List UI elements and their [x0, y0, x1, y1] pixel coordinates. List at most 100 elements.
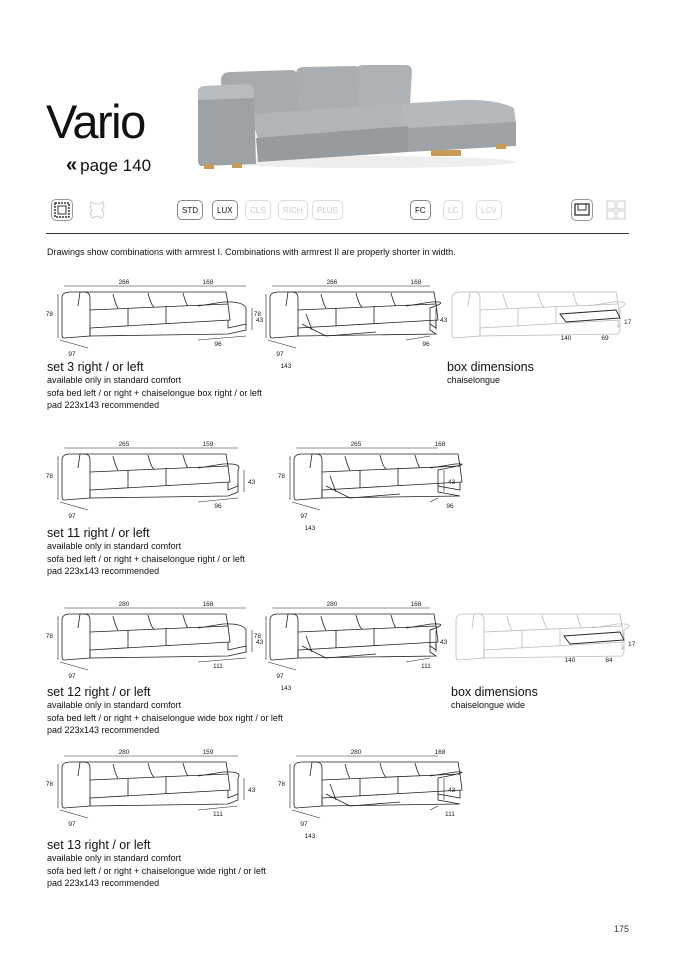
set-detail-line: sofa bed left / or right + chaiselongue … [47, 865, 266, 876]
dimension-seat-height: 43 [248, 787, 256, 794]
sofa-back [309, 761, 461, 777]
drawing-box-dimensions: 140 69 17 [451, 291, 632, 342]
dimension-width-chaise: 168 [411, 279, 422, 286]
box-dimensions-block-1: box dimensions chaiselongue [447, 360, 534, 387]
bed-mechanism [325, 783, 401, 807]
dimension-seat-height: 43 [448, 479, 456, 486]
set-detail-line: pad 223x143 recommended [47, 566, 160, 576]
sofa-arm [269, 613, 299, 661]
bed-mechanism [325, 475, 401, 499]
dimension-depth: 97 [68, 673, 76, 680]
dimension-height: 78 [278, 781, 286, 788]
sofa-chaise [197, 463, 240, 491]
box-dimension-width: 84 [605, 657, 613, 664]
sofa-back [285, 291, 437, 307]
dimension-chaise-depth: 96 [446, 503, 454, 510]
sofa-chaise [405, 301, 442, 329]
box-dimension-depth: 140 [561, 335, 572, 342]
page-reference: «page 140 [66, 154, 151, 177]
page-reference-text: page 140 [80, 156, 152, 175]
leather-hide-icon [86, 199, 108, 226]
box-dimension-width: 69 [601, 335, 609, 342]
dimension-seat-height: 43 [256, 639, 264, 646]
dimension-height: 78 [254, 311, 262, 318]
badge-std: STD [177, 200, 203, 220]
sofa-chaise [591, 623, 630, 651]
dimension-seat-height: 43 [440, 317, 448, 324]
set-detail-line: sofa bed left / or right + chaiselongue … [47, 553, 245, 564]
dimension-width-sofa: 280 [327, 601, 338, 608]
dimension-bed-length: 143 [305, 833, 316, 840]
sofa-chaise [429, 463, 463, 491]
modular-grid-icon [605, 199, 627, 226]
dimension-width-chaise: 168 [435, 441, 446, 448]
set-detail-line: available only in standard comfort [47, 853, 182, 863]
sofa-arm [61, 291, 91, 339]
badge-lux: LUX [212, 200, 238, 220]
dimension-width-chaise: 168 [203, 279, 214, 286]
dimension-width-sofa: 280 [351, 749, 362, 756]
box-dimensions-sub: chaiselongue wide [451, 700, 526, 710]
set-title: set 12 right / or left [47, 685, 151, 699]
sofa-arm [451, 291, 481, 339]
sofa-chaise [197, 301, 247, 329]
dimension-width-sofa: 280 [119, 601, 130, 608]
double-left-arrow-icon: « [66, 154, 78, 176]
badge-lc: LC [443, 200, 464, 220]
dimension-seat-height: 43 [440, 639, 448, 646]
badge-lcv: LCV [476, 200, 502, 220]
badge-cls: CLS [245, 200, 271, 220]
set-detail-line: pad 223x143 recommended [47, 725, 160, 735]
dimension-width-sofa: 265 [351, 441, 362, 448]
sofa-chaise [587, 301, 626, 329]
sofa-arm [269, 291, 299, 339]
set-detail-line: available only in standard comfort [47, 700, 182, 710]
sofa-arm [61, 761, 91, 809]
dimension-chaise-depth: 111 [421, 663, 431, 670]
sofa-chaise [429, 771, 463, 799]
sofa-arm [293, 453, 323, 501]
set-title: set 11 right / or left [47, 526, 150, 540]
sofa-back [77, 613, 229, 629]
set-detail-line: available only in standard comfort [47, 541, 182, 551]
dimension-width-sofa: 266 [327, 279, 338, 286]
dimension-depth: 97 [68, 513, 76, 520]
set-title: set 13 right / or left [47, 838, 151, 852]
bed-mechanism [301, 635, 377, 659]
set-title: set 3 right / or left [47, 360, 144, 374]
dimension-height: 78 [46, 781, 54, 788]
sofa-arm [61, 453, 91, 501]
set-detail-line: available only in standard comfort [47, 375, 182, 385]
dimension-depth: 97 [276, 673, 284, 680]
dimension-width-chaise: 168 [435, 749, 446, 756]
dimension-chaise-depth: 96 [214, 341, 222, 348]
dimension-height: 78 [278, 473, 286, 480]
dimension-chaise-depth: 111 [213, 811, 223, 818]
dimension-width-sofa: 265 [119, 441, 130, 448]
dimension-chaise-depth: 111 [213, 663, 223, 670]
divider [46, 233, 629, 234]
set-detail-line: sofa bed left / or right + chaiselongue … [47, 387, 262, 398]
page-title: Vario [46, 95, 146, 148]
dimension-width-sofa: 266 [119, 279, 130, 286]
dimension-seat-height: 43 [256, 317, 264, 324]
armrest-note: Drawings show combinations with armrest … [47, 247, 456, 257]
dimension-depth: 97 [276, 351, 284, 358]
storage-box [563, 631, 625, 645]
box-dimension-height: 17 [624, 319, 632, 326]
box-dimension-height: 17 [628, 641, 636, 648]
sofa-module-icon [571, 199, 593, 221]
sofa-arm [61, 613, 91, 661]
box-dimension-depth: 140 [565, 657, 576, 664]
